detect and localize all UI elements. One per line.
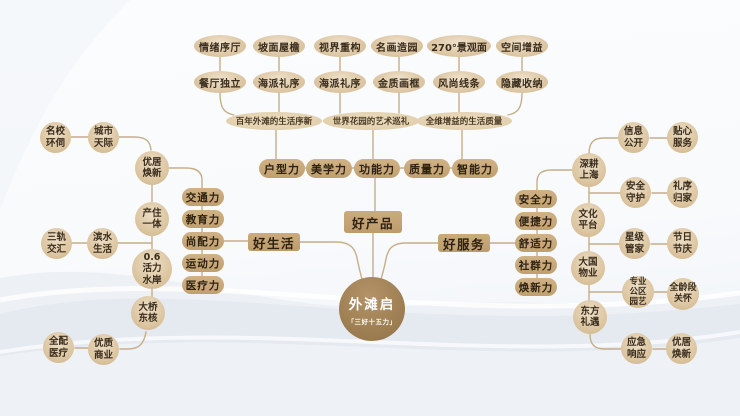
- life-trunk-2: 产住一体: [135, 202, 169, 236]
- product-leaf-r1-c4: 名画造园: [371, 35, 423, 57]
- product-leaf-r2-c6: 隐藏收纳: [496, 71, 548, 93]
- product-leaf-r2-c2: 海派礼序: [253, 71, 305, 93]
- service-pill-1: 安全力: [515, 190, 557, 208]
- product-leaf-r2-c5: 风尚线条: [433, 71, 485, 93]
- product-leaf-r1-c6: 空间增益: [496, 35, 548, 57]
- product-group-2: 世界花园的艺术巡礼: [323, 112, 419, 130]
- service-outer-1b: 贴心服务: [667, 122, 698, 153]
- service-outer-4b: 全龄段关怀: [667, 278, 699, 310]
- branch-product-label: 好产品: [344, 211, 402, 233]
- service-outer-4a: 专业公区园艺: [622, 276, 654, 308]
- service-outer-5b: 优居焕新: [666, 333, 697, 364]
- life-outer-3b: 优质商业: [88, 334, 119, 365]
- product-pill-4: 质量力: [404, 159, 450, 178]
- service-pill-2: 便捷力: [515, 212, 557, 230]
- service-trunk-2: 文化平台: [571, 203, 605, 237]
- service-pill-4: 社群力: [515, 256, 557, 274]
- product-pill-1: 户型力: [259, 159, 305, 178]
- product-pill-3: 功能力: [354, 159, 400, 178]
- life-pill-4: 运动力: [182, 254, 224, 272]
- service-outer-2a: 安全守护: [620, 177, 651, 208]
- service-pill-3: 舒适力: [515, 234, 557, 252]
- life-outer-2a: 三轨交汇: [41, 228, 72, 259]
- product-pill-5: 智能力: [452, 159, 498, 178]
- service-outer-5a: 应急响应: [621, 333, 652, 364]
- product-leaf-r2-c1: 餐厅独立: [194, 71, 246, 93]
- service-outer-1a: 信息公开: [618, 122, 649, 153]
- product-leaf-r1-c3: 视界重构: [314, 35, 366, 57]
- life-pill-5: 医疗力: [182, 276, 224, 294]
- product-group-1: 百年外滩的生活序新: [226, 112, 322, 130]
- service-trunk-4: 东方礼遇: [573, 300, 607, 334]
- service-trunk-3: 大国物业: [571, 251, 605, 285]
- branch-life-label: 好生活: [248, 233, 300, 251]
- life-pill-2: 教育力: [182, 210, 224, 228]
- life-outer-1b: 城市天际: [88, 122, 119, 153]
- product-pill-2: 美学力: [306, 159, 352, 178]
- product-leaf-r1-c1: 情绪序厅: [194, 35, 246, 57]
- service-trunk-1: 深耕上海: [572, 153, 606, 187]
- life-pill-1: 交通力: [182, 188, 224, 206]
- product-leaf-r1-c2: 坡面屋檐: [253, 35, 305, 57]
- service-outer-3a: 星级管家: [619, 228, 650, 259]
- service-outer-3b: 节日节庆: [667, 228, 698, 259]
- center-node: 外滩启 「三好十五力」: [339, 277, 405, 341]
- life-pill-3: 尚配力: [182, 232, 224, 250]
- service-outer-2b: 礼序归家: [667, 177, 698, 208]
- service-pill-5: 焕新力: [515, 278, 557, 296]
- center-subtitle: 「三好十五力」: [347, 317, 397, 326]
- life-outer-1a: 名校环伺: [40, 122, 71, 153]
- life-trunk-4: 大桥东核: [131, 296, 165, 330]
- product-group-3: 全维增益的生活质量: [416, 112, 512, 130]
- product-leaf-r2-c3: 海派礼序: [314, 71, 366, 93]
- product-leaf-r1-c5: 270°景观面: [427, 35, 491, 57]
- life-trunk-1: 优居焕新: [135, 151, 169, 185]
- life-trunk-3: 0.6活力水岸: [132, 249, 172, 289]
- life-outer-2b: 滨水生活: [87, 228, 118, 259]
- product-leaf-r2-c4: 金质画框: [373, 71, 425, 93]
- center-title: 外滩启: [348, 296, 396, 313]
- branch-service-label: 好服务: [438, 234, 490, 252]
- life-outer-3a: 全配医疗: [43, 332, 74, 363]
